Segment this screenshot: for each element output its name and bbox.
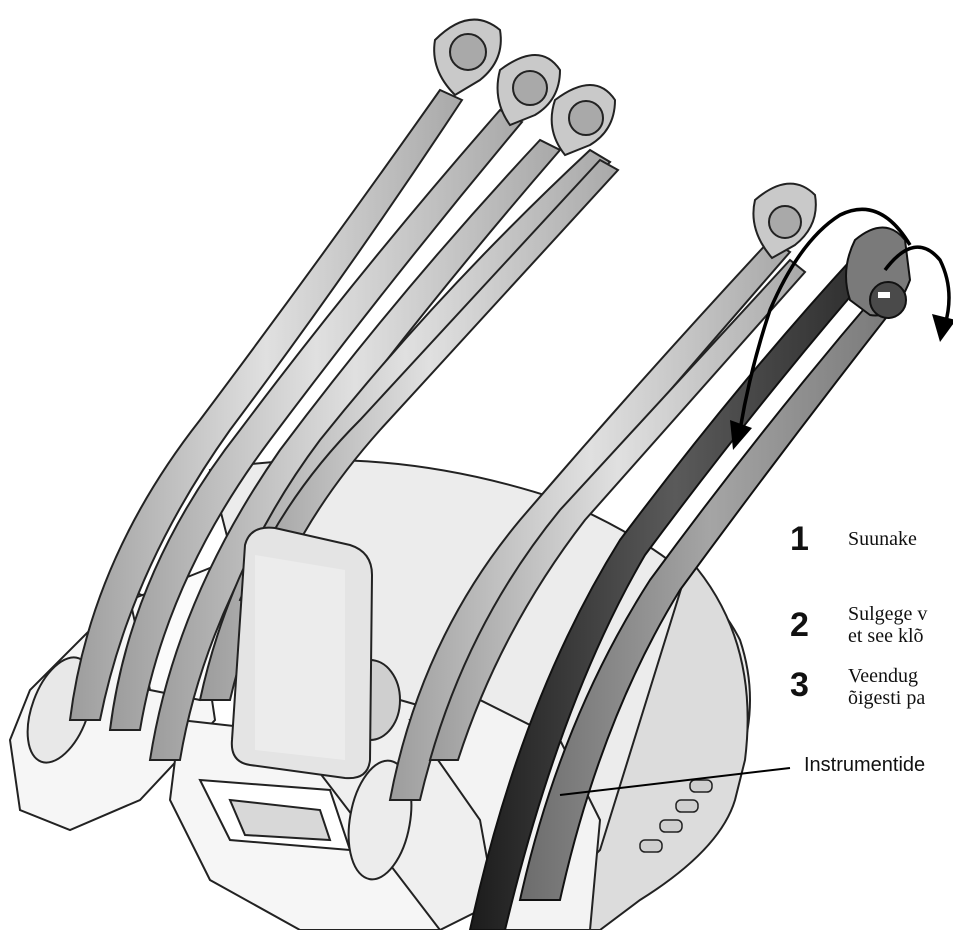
step-1-text: Suunake: [848, 528, 917, 550]
step-2-number: 2: [790, 608, 809, 642]
step-2-text-line2: et see klõ: [848, 625, 924, 647]
step-1-number: 1: [790, 522, 809, 556]
step-3-number: 3: [790, 668, 809, 702]
step-3-text-line1: Veendug: [848, 665, 918, 687]
step-2-text-line1: Sulgege v: [848, 603, 927, 625]
instrument-holder-label: Instrumentide: [804, 754, 925, 777]
step-3-text-line2: õigesti pa: [848, 687, 925, 709]
